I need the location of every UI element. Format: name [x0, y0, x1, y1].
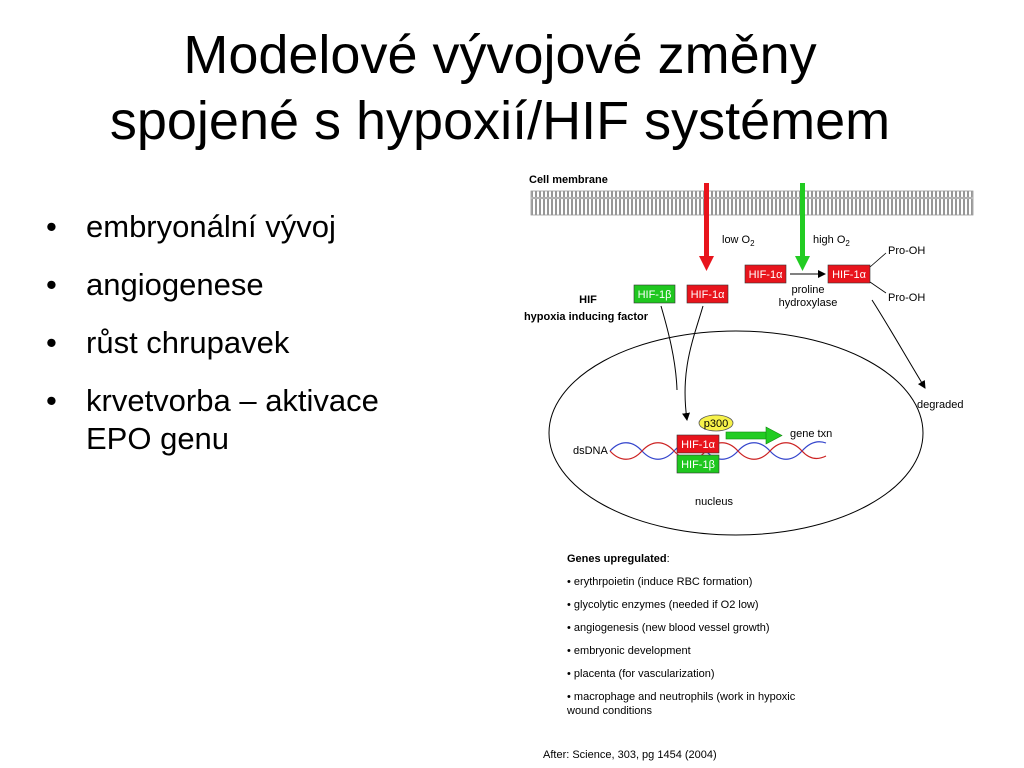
cell-membrane-label: Cell membrane	[529, 174, 608, 186]
hif-1a-box-cytoplasm-left: HIF-1α	[744, 264, 787, 284]
dna-helix	[609, 441, 827, 460]
svg-text:p300: p300	[704, 418, 728, 430]
title-line-1: Modelové vývojové změny	[183, 25, 817, 85]
svg-text:HIF-1α: HIF-1α	[749, 269, 784, 281]
bullet-dot: •	[46, 209, 57, 244]
gene-item: • macrophage and neutrophils (work in hy…	[567, 691, 796, 717]
hif-1b-import-line	[660, 305, 678, 391]
bullet-text: růst chrupavek	[86, 325, 290, 360]
nucleus-label: nucleus	[695, 496, 733, 508]
pro-oh-bond-bottom	[869, 281, 887, 294]
title-line-2: spojené s hypoxií/HIF systémem	[109, 91, 891, 151]
degraded-label: degraded	[917, 399, 964, 411]
gene-item: • glycolytic enzymes (needed if O2 low)	[567, 599, 759, 611]
genes-title: Genes upregulated:	[567, 553, 670, 565]
bullet-dot: •	[46, 267, 57, 302]
gene-item: • embryonic development	[567, 645, 691, 657]
source-credit: After: Science, 303, pg 1454 (2004)	[543, 749, 717, 761]
gene-txn-label: gene txn	[790, 428, 832, 440]
bullet-text: angiogenese	[86, 267, 264, 302]
high-o2-label: high O2	[813, 234, 850, 248]
svg-text:HIF-1β: HIF-1β	[638, 289, 672, 301]
hif-1a-box-cytoplasm: HIF-1α	[686, 284, 729, 304]
gene-transcription-arrow	[725, 426, 783, 445]
bullet-text-continuation: EPO genu	[86, 421, 230, 456]
bullet-dot: •	[46, 325, 57, 360]
svg-text:HIF-1α: HIF-1α	[832, 269, 867, 281]
bullet-item: • angiogenese	[46, 266, 486, 304]
svg-text:HIF-1β: HIF-1β	[681, 459, 715, 471]
bullet-item: • embryonální vývoj	[46, 208, 486, 246]
hif-1b-box-nucleus: HIF-1β	[676, 454, 720, 474]
bullet-text: embryonální vývoj	[86, 209, 336, 244]
pro-oh-top-label: Pro-OH	[888, 245, 925, 257]
degradation-arrow	[871, 299, 926, 389]
svg-text:HIF-1α: HIF-1α	[681, 439, 716, 451]
hif-1a-box-nucleus: HIF-1α	[676, 434, 720, 454]
p300-oval: p300	[698, 414, 734, 432]
proline-hydroxylase-label-2: hydroxylase	[779, 297, 838, 309]
pro-oh-bond-top	[869, 252, 887, 268]
low-o2-arrow	[699, 183, 714, 271]
bullet-list: • embryonální vývoj • angiogenese • růst ch…	[46, 208, 486, 478]
bullet-item: • růst chrupavek	[46, 324, 486, 362]
bullet-text: krvetvorba – aktivace	[86, 383, 379, 418]
dsdna-label: dsDNA	[573, 445, 609, 457]
high-o2-arrow	[795, 183, 810, 271]
proline-hydroxylase-label-1: proline	[791, 284, 824, 296]
pro-oh-bottom-label: Pro-OH	[888, 292, 925, 304]
hif-label: HIF	[579, 294, 597, 306]
gene-item: • angiogenesis (new blood vessel growth)	[567, 622, 770, 634]
cell-membrane	[530, 190, 974, 216]
low-o2-label: low O2	[722, 234, 755, 248]
bullet-dot: •	[46, 383, 57, 418]
hif-1b-box-cytoplasm: HIF-1β	[633, 284, 676, 304]
gene-item: • placenta (for vascularization)	[567, 668, 715, 680]
nuclear-import-arrow	[682, 305, 704, 421]
slide-title: Modelové vývojové změny spojené s hypoxi…	[0, 22, 1000, 154]
hif-1a-box-hydroxylated: HIF-1α	[827, 264, 871, 284]
svg-text:HIF-1α: HIF-1α	[691, 289, 726, 301]
genes-upregulated-list: Genes upregulated: • erythrpoietin (indu…	[567, 552, 827, 727]
nucleus-outline	[548, 330, 924, 536]
hif-subtitle: hypoxia inducing factor	[524, 311, 649, 323]
gene-item: • erythrpoietin (induce RBC formation)	[567, 576, 753, 588]
